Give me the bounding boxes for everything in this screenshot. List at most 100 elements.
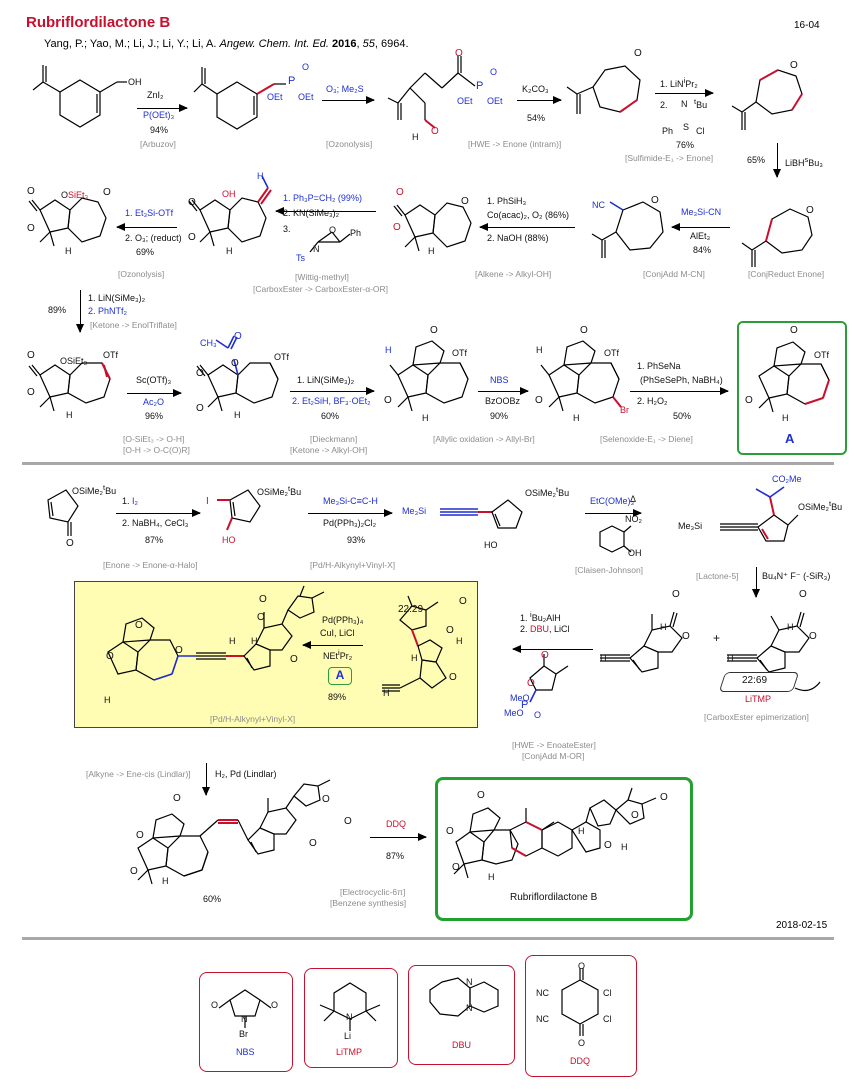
label-o-37: O — [446, 625, 454, 636]
dbu-label: DBU — [452, 1040, 472, 1050]
s19-tag: [CarboxEster epimerization] — [704, 712, 809, 722]
s1-tag: [Arbuzov] — [140, 139, 176, 149]
s23-tag2: [Benzene synthesis] — [330, 898, 407, 908]
label-no2: NO₂ — [625, 514, 642, 524]
label-h-3: H — [65, 246, 72, 256]
s6-yield: 84% — [693, 245, 712, 255]
label-o-lactone-ring: O — [393, 222, 401, 233]
arrow-step2 — [322, 96, 375, 104]
label-n-sulfimide: N — [681, 99, 688, 109]
label-o-44: O — [309, 838, 317, 849]
arrow-step11 — [127, 389, 182, 397]
s3-reagent: K₂CO₃ — [522, 84, 549, 94]
label-o-ketone: O — [455, 48, 463, 59]
label-h-17: H — [456, 636, 463, 646]
s15-reagent1: 1. I₂ — [122, 496, 139, 506]
label-o-6: O — [188, 232, 196, 243]
dbu-atom-n1: N — [466, 977, 473, 987]
label-h-12: H — [787, 622, 794, 632]
label-osime2tbu-4: OSiMe₂tBu — [798, 499, 842, 512]
label-o-22: O — [66, 538, 74, 549]
epimerization-curved-arrow — [794, 681, 821, 692]
arrow-step20 — [512, 645, 593, 653]
molecule-nitrophenol — [599, 525, 632, 553]
label-o-50: O — [660, 792, 668, 803]
s14-reagent1: 1. PhSeNa — [637, 361, 681, 371]
label-osime2tbu-3: OSiMe₂tBu — [525, 485, 569, 498]
molecule-hydroxy-alkene — [188, 175, 272, 247]
arrow-step17 — [585, 509, 642, 517]
molecule-intermediate-a — [758, 341, 830, 413]
label-o-12: O — [234, 331, 242, 342]
s6-reagent: Me₃Si-CN — [681, 207, 722, 217]
citation: Yang, P.; Yao, M.; Li, J.; Li, Y.; Li, A… — [44, 38, 409, 50]
citation-journal: Angew. Chem. Int. Ed. — [219, 38, 329, 50]
arrow-step4 — [655, 89, 714, 97]
label-o-26: O — [809, 631, 817, 642]
arrow-step15 — [116, 509, 201, 517]
litmp-atom-n: N — [346, 1012, 353, 1022]
s22-reagent: H₂, Pd (Lindlar) — [215, 769, 277, 779]
label-o-39: O — [173, 793, 181, 804]
label-o-enone: O — [634, 48, 642, 59]
divider-1 — [22, 462, 834, 465]
label-s: S — [683, 122, 690, 132]
ddq-structure — [561, 968, 599, 1036]
label-h-alkyne-2: H — [727, 653, 734, 663]
s14-reagent2: (PhSeSePh, NaBH₄) — [640, 375, 723, 385]
label-o-lactone-co: O — [396, 187, 404, 198]
label-o-35: O — [290, 654, 298, 665]
s20-reagent2: 2. DBU, LiCl — [520, 624, 570, 634]
ddq-atom-nc1: NC — [536, 988, 549, 998]
label-oet-2: OEt — [298, 92, 314, 102]
label-o-14: O — [196, 368, 204, 379]
label-o-30: O — [175, 645, 183, 656]
label-osime2tbu-2-text: OSiMe₂tBu — [257, 484, 302, 497]
nbs-atom-n: N — [241, 1014, 248, 1024]
label-o-aldehyde: O — [431, 126, 439, 137]
molecule-claisen-ester — [720, 486, 799, 542]
label-o-29: O — [534, 710, 542, 720]
scheme-date: 2018-02-15 — [776, 920, 828, 931]
molecule-acetate — [196, 335, 279, 412]
label-osime2tbu-2: OSiMe₂tBu — [257, 484, 301, 497]
arrow-step21 — [302, 641, 363, 649]
label-ho: HO — [222, 535, 236, 545]
s6-tag: [ConjAdd M-CN] — [643, 269, 705, 279]
label-osime2tbu: OSiMe₂tBu — [72, 483, 116, 496]
litmp-structure — [319, 982, 381, 1031]
label-o-oxaziridine: O — [329, 225, 337, 235]
label-o-25: O — [799, 589, 807, 600]
arrow-step23 — [370, 833, 427, 841]
arrow-step6 — [671, 223, 730, 231]
ddq-label: DDQ — [570, 1056, 590, 1066]
s11-tag2: [O-H -> O-C(O)R] — [123, 445, 190, 455]
label-n-oxaziridine: N — [313, 244, 320, 254]
arrow-step5 — [773, 143, 781, 178]
reagent-card-ddq — [525, 955, 637, 1077]
s16-reagent2: Pd(PPh₃)₂Cl₂ — [323, 518, 377, 528]
label-h-vinyl: H — [257, 171, 264, 181]
nbs-label: NBS — [236, 1047, 255, 1057]
label-h-7: H — [422, 413, 429, 423]
label-o-27: O — [541, 650, 549, 661]
label-h-8: H — [536, 345, 543, 355]
s20-reagent1-text: 1. iBu₂AlH — [520, 610, 561, 623]
label-ch3: CH₃ — [200, 338, 217, 348]
label-h-11: H — [660, 622, 667, 632]
s16-tag: [Pd/H-Alkynyl+Vinyl-X] — [310, 560, 396, 570]
s8-tag2: [CarboxEster -> CarboxEster-α-OR] — [253, 284, 389, 294]
label-osime2tbu-3-text: OSiMe₂tBu — [525, 485, 570, 498]
molecule-enyne-alcohol — [440, 499, 523, 529]
molecule-cycloheptenone-2 — [741, 208, 813, 267]
dbu-atom-n2: N — [466, 1003, 473, 1013]
label-o-34: O — [257, 612, 265, 623]
molecule-phosphonate-butenolide — [529, 654, 569, 703]
ddq-atom-cl2: Cl — [603, 1014, 612, 1024]
s9-tag: [Ozonolysis] — [118, 269, 165, 279]
arrow-step10 — [76, 290, 84, 333]
label-o-48: O — [604, 840, 612, 851]
label-h-alkyne-1: H — [600, 653, 607, 663]
arrow-step22 — [202, 763, 210, 796]
label-h-18: H — [162, 876, 169, 886]
